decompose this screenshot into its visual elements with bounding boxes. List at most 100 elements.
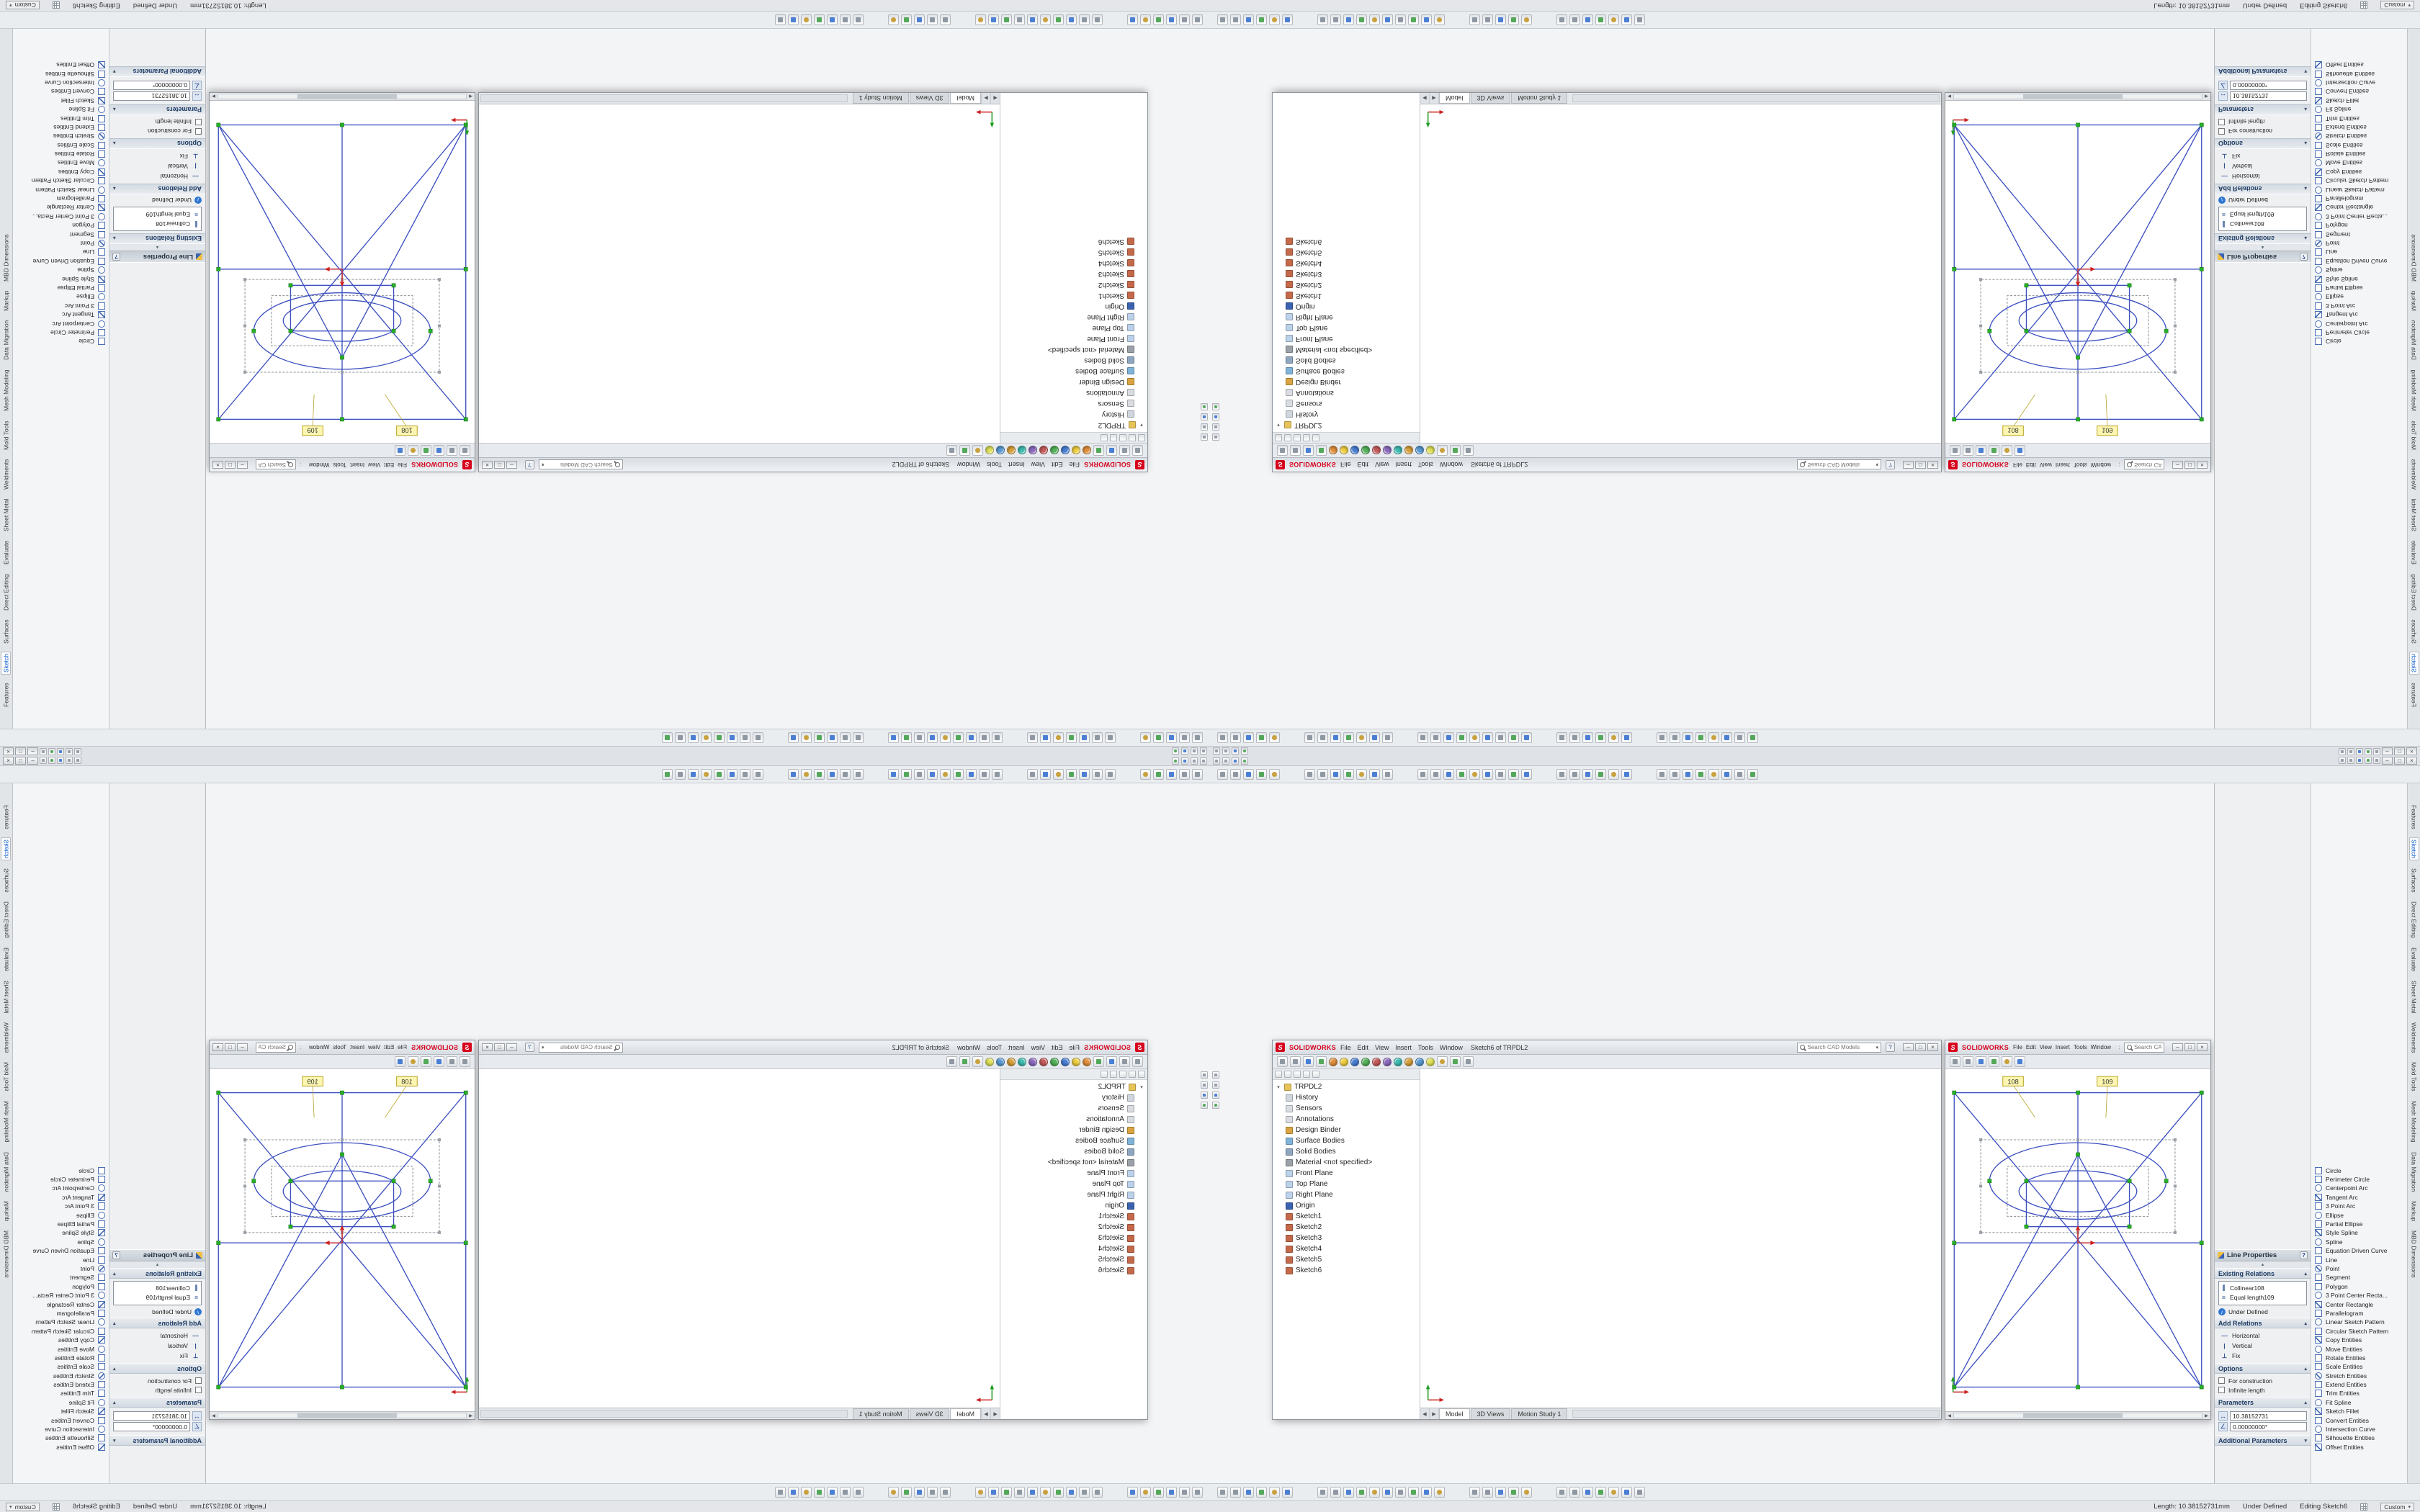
- minimize-button[interactable]: –: [27, 747, 38, 755]
- toolbar-icon[interactable]: [801, 769, 812, 780]
- toolbar-icon[interactable]: [1434, 1487, 1445, 1498]
- toolbar-icon[interactable]: [1495, 732, 1506, 743]
- toolbar-icon[interactable]: [775, 1487, 786, 1498]
- toolbar-icon[interactable]: [1482, 732, 1493, 743]
- palette-tool[interactable]: Spline: [13, 1238, 105, 1246]
- collapse-arrow-icon[interactable]: ▴: [109, 244, 205, 251]
- fix-relation-button[interactable]: ⊥ Fix: [2218, 1351, 2307, 1361]
- window-title-bar[interactable]: S SOLIDWORKS File Edit View Insert Tools…: [1945, 457, 2210, 472]
- expand-arrow-icon[interactable]: ▾: [1139, 423, 1144, 428]
- toolbar-icon[interactable]: [975, 14, 986, 25]
- palette-tool[interactable]: Sketch Fillet: [13, 1407, 105, 1416]
- toolbar-icon[interactable]: [1556, 769, 1567, 780]
- toolbar-icon[interactable]: [901, 14, 912, 25]
- section-existing-relations[interactable]: Existing Relations ▴: [2215, 1268, 2311, 1279]
- menu-insert[interactable]: Insert: [2056, 462, 2070, 468]
- graphics-workspace[interactable]: S SOLIDWORKS File Edit View Insert Tools…: [206, 783, 1210, 1483]
- tree-row[interactable]: Material <not specified>: [1000, 1157, 1147, 1168]
- section-options[interactable]: Options ▴: [2215, 1363, 2311, 1374]
- toolbar-icon[interactable]: [1963, 445, 1973, 456]
- section-parameters[interactable]: Parameters ▴: [109, 1397, 205, 1408]
- palette-tool[interactable]: Parallelogram: [2315, 1309, 2407, 1318]
- minimize-button[interactable]: –: [1903, 461, 1914, 469]
- graphics-canvas[interactable]: ◀ ▶ Model 3D Views Motion Study 1: [479, 93, 1000, 443]
- appearance-orb-icon[interactable]: [1072, 446, 1080, 455]
- minimize-button[interactable]: –: [2382, 747, 2393, 755]
- palette-tool[interactable]: Copy Entities: [13, 1336, 105, 1344]
- chevron-down-icon[interactable]: ▾: [1876, 1045, 1878, 1050]
- tab-evaluate[interactable]: Evaluate: [2, 539, 11, 566]
- toolbar-icon[interactable]: [1670, 769, 1680, 780]
- section-options[interactable]: Options ▴: [109, 1363, 205, 1374]
- toolbar-icon[interactable]: [840, 14, 851, 25]
- toolbar-icon[interactable]: [1989, 445, 1999, 456]
- toolbar-icon[interactable]: [966, 732, 977, 743]
- sketch-canvas[interactable]: 108 109: [1945, 101, 2210, 443]
- appearance-orb-icon[interactable]: [996, 1058, 1005, 1066]
- toolbar-icon[interactable]: [1290, 1056, 1301, 1067]
- palette-tool[interactable]: Circle: [13, 337, 105, 346]
- appearance-orb-icon[interactable]: [1350, 446, 1359, 455]
- checkbox-icon[interactable]: [2218, 128, 2225, 135]
- palette-tool[interactable]: Extend Entities: [13, 123, 105, 132]
- maximize-button[interactable]: □: [494, 461, 505, 469]
- appearance-orb-icon[interactable]: [1415, 1058, 1424, 1066]
- maximize-button[interactable]: □: [1915, 1043, 1926, 1051]
- toolbar-icon[interactable]: [48, 748, 55, 755]
- toolbar-icon[interactable]: [2347, 748, 2354, 755]
- menu-view[interactable]: View: [368, 1044, 380, 1050]
- toolbar-icon[interactable]: [1179, 1487, 1190, 1498]
- toolbar-icon[interactable]: [1463, 1056, 1474, 1067]
- appearance-orb-icon[interactable]: [1383, 1058, 1392, 1066]
- tree-row[interactable]: Origin: [1273, 1200, 1420, 1211]
- checkbox-icon[interactable]: [195, 1377, 202, 1384]
- palette-tool[interactable]: Spline: [13, 266, 105, 274]
- toolbar-icon[interactable]: [1634, 14, 1645, 25]
- palette-tool[interactable]: Centerpoint Arc: [13, 1184, 105, 1192]
- menu-view[interactable]: View: [2040, 462, 2052, 468]
- tab-weldments[interactable]: Weldments: [2410, 1021, 2419, 1054]
- toolbar-icon[interactable]: [421, 1056, 431, 1067]
- toolbar-icon[interactable]: [1230, 1487, 1241, 1498]
- toolbar-icon[interactable]: [460, 445, 470, 456]
- tab-motion-study[interactable]: Motion Study 1: [853, 1408, 909, 1419]
- toolbar-icon[interactable]: [1053, 14, 1064, 25]
- checkbox-icon[interactable]: [195, 1387, 202, 1393]
- units-selector[interactable]: Custom ▾: [2380, 1503, 2414, 1511]
- toolbar-icon[interactable]: [1582, 732, 1593, 743]
- tab-model[interactable]: Model: [1439, 1408, 1470, 1419]
- toolbar-icon[interactable]: [1317, 769, 1328, 780]
- search-input[interactable]: [547, 462, 613, 468]
- toolbar-icon[interactable]: [1119, 1056, 1130, 1067]
- tree-tab-icon[interactable]: [1303, 1071, 1310, 1078]
- toolbar-icon[interactable]: [1482, 1487, 1493, 1498]
- tab-surfaces[interactable]: Surfaces: [2, 618, 11, 646]
- toolbar-icon[interactable]: [801, 1487, 812, 1498]
- toolbar-icon[interactable]: [1269, 732, 1280, 743]
- scroll-right-icon[interactable]: ▶: [210, 1412, 218, 1419]
- tree-row[interactable]: ▾TRPDL2: [1000, 420, 1147, 431]
- chevron-down-icon[interactable]: ▾: [1876, 462, 1878, 468]
- toolbar-icon[interactable]: [853, 732, 864, 743]
- chevron-down-icon[interactable]: ▾: [542, 462, 544, 468]
- window-title-bar[interactable]: S SOLIDWORKS File Edit View Insert Tools…: [479, 457, 1147, 472]
- section-parameters[interactable]: Parameters ▴: [109, 104, 205, 115]
- toolbar-icon[interactable]: [1330, 1487, 1341, 1498]
- palette-tool[interactable]: Equation Driven Curve: [2315, 1246, 2407, 1255]
- menu-file[interactable]: File: [2013, 1044, 2022, 1050]
- toolbar-icon[interactable]: [1382, 1487, 1393, 1498]
- tab-mbd-dimensions[interactable]: MBD Dimensions: [2, 1229, 11, 1279]
- sketch-drawing[interactable]: 108 109: [1945, 116, 2210, 440]
- toolbar-icon[interactable]: [1595, 1487, 1606, 1498]
- toolbar-icon[interactable]: [1001, 1487, 1012, 1498]
- toolbar-icon[interactable]: [827, 1487, 838, 1498]
- toolbar-icon[interactable]: [1682, 732, 1693, 743]
- palette-tool[interactable]: Circular Sketch Pattern: [2315, 1327, 2407, 1336]
- palette-tool[interactable]: Extend Entities: [2315, 123, 2407, 132]
- appearance-orb-icon[interactable]: [1007, 1058, 1016, 1066]
- palette-tool[interactable]: Perimeter Circle: [13, 1175, 105, 1184]
- palette-tool[interactable]: Offset Entities: [2315, 60, 2407, 69]
- toolbar-icon[interactable]: [662, 732, 673, 743]
- menu-tools[interactable]: Tools: [2074, 462, 2087, 468]
- toolbar-icon[interactable]: [788, 732, 799, 743]
